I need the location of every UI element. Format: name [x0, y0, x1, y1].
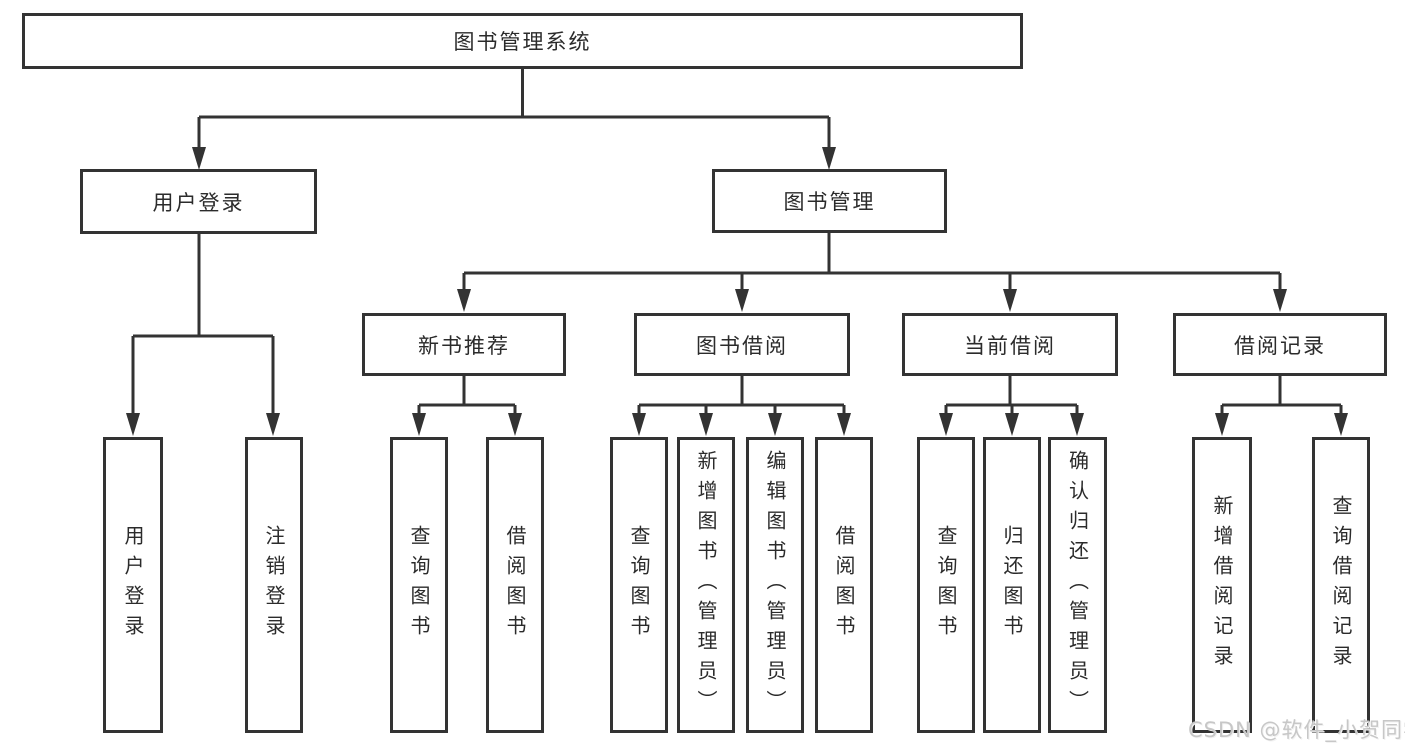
- branch-book-management-label: 图书管理: [783, 190, 876, 214]
- leaf-confirm-return-admin: 确认归还（管理员）: [1048, 437, 1107, 733]
- node-current-borrowing: 当前借阅: [902, 313, 1118, 376]
- leaf-add-books-admin: 新增图书（管理员）: [677, 437, 735, 733]
- node-root: 图书管理系统: [22, 13, 1023, 69]
- leaf-query-borrow-record: 查询借阅记录: [1312, 437, 1370, 733]
- branch-book-management: 图书管理: [712, 169, 947, 233]
- leaf-logout-label: 注销登录: [262, 525, 286, 645]
- node-new-book-recommend-label: 新书推荐: [418, 333, 510, 358]
- leaf-recommend-query-books-label: 查询图书: [407, 525, 431, 645]
- leaf-add-books-admin-label: 新增图书（管理员）: [694, 450, 718, 720]
- leaf-recommend-borrow-books: 借阅图书: [486, 437, 544, 733]
- leaf-borrowing-query-books-label: 查询图书: [627, 525, 651, 645]
- node-book-borrowing-label: 图书借阅: [696, 333, 788, 358]
- leaf-logout: 注销登录: [245, 437, 303, 733]
- node-current-borrowing-label: 当前借阅: [964, 333, 1056, 358]
- node-root-label: 图书管理系统: [453, 30, 592, 54]
- leaf-recommend-borrow-books-label: 借阅图书: [503, 525, 527, 645]
- watermark: CSDN @软件_小贺同学: [1188, 718, 1405, 742]
- branch-user-login: 用户登录: [80, 169, 317, 234]
- branch-user-login-label: 用户登录: [152, 190, 245, 215]
- leaf-edit-books-admin: 编辑图书（管理员）: [746, 437, 804, 733]
- leaf-borrowing-borrow-books-label: 借阅图书: [832, 525, 856, 645]
- leaf-user-login-label: 用户登录: [121, 525, 145, 645]
- leaf-add-borrow-record-label: 新增借阅记录: [1210, 495, 1234, 675]
- node-new-book-recommend: 新书推荐: [362, 313, 566, 376]
- leaf-confirm-return-admin-label: 确认归还（管理员）: [1065, 450, 1090, 720]
- leaf-edit-books-admin-label: 编辑图书（管理员）: [763, 450, 787, 720]
- leaf-return-books: 归还图书: [983, 437, 1041, 733]
- node-borrow-records: 借阅记录: [1173, 313, 1387, 376]
- leaf-borrowing-query-books: 查询图书: [610, 437, 668, 733]
- node-borrow-records-label: 借阅记录: [1234, 333, 1326, 358]
- leaf-add-borrow-record: 新增借阅记录: [1192, 437, 1252, 733]
- node-book-borrowing: 图书借阅: [634, 313, 850, 376]
- leaf-return-books-label: 归还图书: [1000, 525, 1024, 645]
- leaf-recommend-query-books: 查询图书: [390, 437, 448, 733]
- leaf-query-borrow-record-label: 查询借阅记录: [1329, 495, 1353, 675]
- leaf-user-login: 用户登录: [103, 437, 163, 733]
- leaf-current-query-books: 查询图书: [917, 437, 975, 733]
- leaf-current-query-books-label: 查询图书: [934, 525, 958, 645]
- leaf-borrowing-borrow-books: 借阅图书: [815, 437, 873, 733]
